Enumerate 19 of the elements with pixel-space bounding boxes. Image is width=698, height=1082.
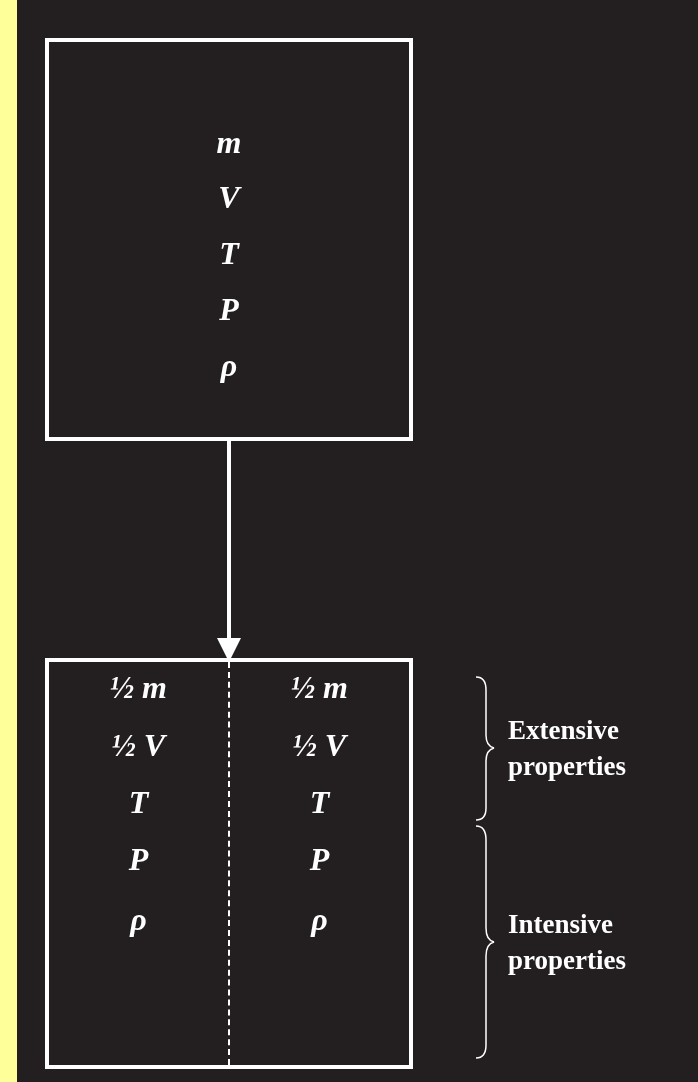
property-label: Intensive properties [508, 908, 627, 977]
system-box [45, 38, 413, 441]
variable-symbol: T [309, 786, 330, 818]
property-label: Extensive properties [508, 714, 627, 783]
variable-symbol: V [218, 181, 240, 213]
variable-symbol: ρ [130, 903, 147, 935]
variable-symbol: P [309, 843, 330, 875]
variable-symbol: P [219, 293, 239, 325]
variable-symbol: m [216, 126, 242, 158]
system-box [45, 658, 413, 1069]
variable-symbol: ρ [220, 349, 238, 381]
variable-symbol: P [128, 843, 149, 875]
variable-symbol: ½ m [291, 671, 348, 703]
variable-symbol: T [219, 237, 239, 269]
variable-symbol: T [128, 786, 149, 818]
variable-symbol: ½ V [111, 729, 166, 761]
variable-symbol: ½ m [110, 671, 167, 703]
variable-symbol: ρ [311, 903, 328, 935]
variable-symbol: ½ V [292, 729, 347, 761]
